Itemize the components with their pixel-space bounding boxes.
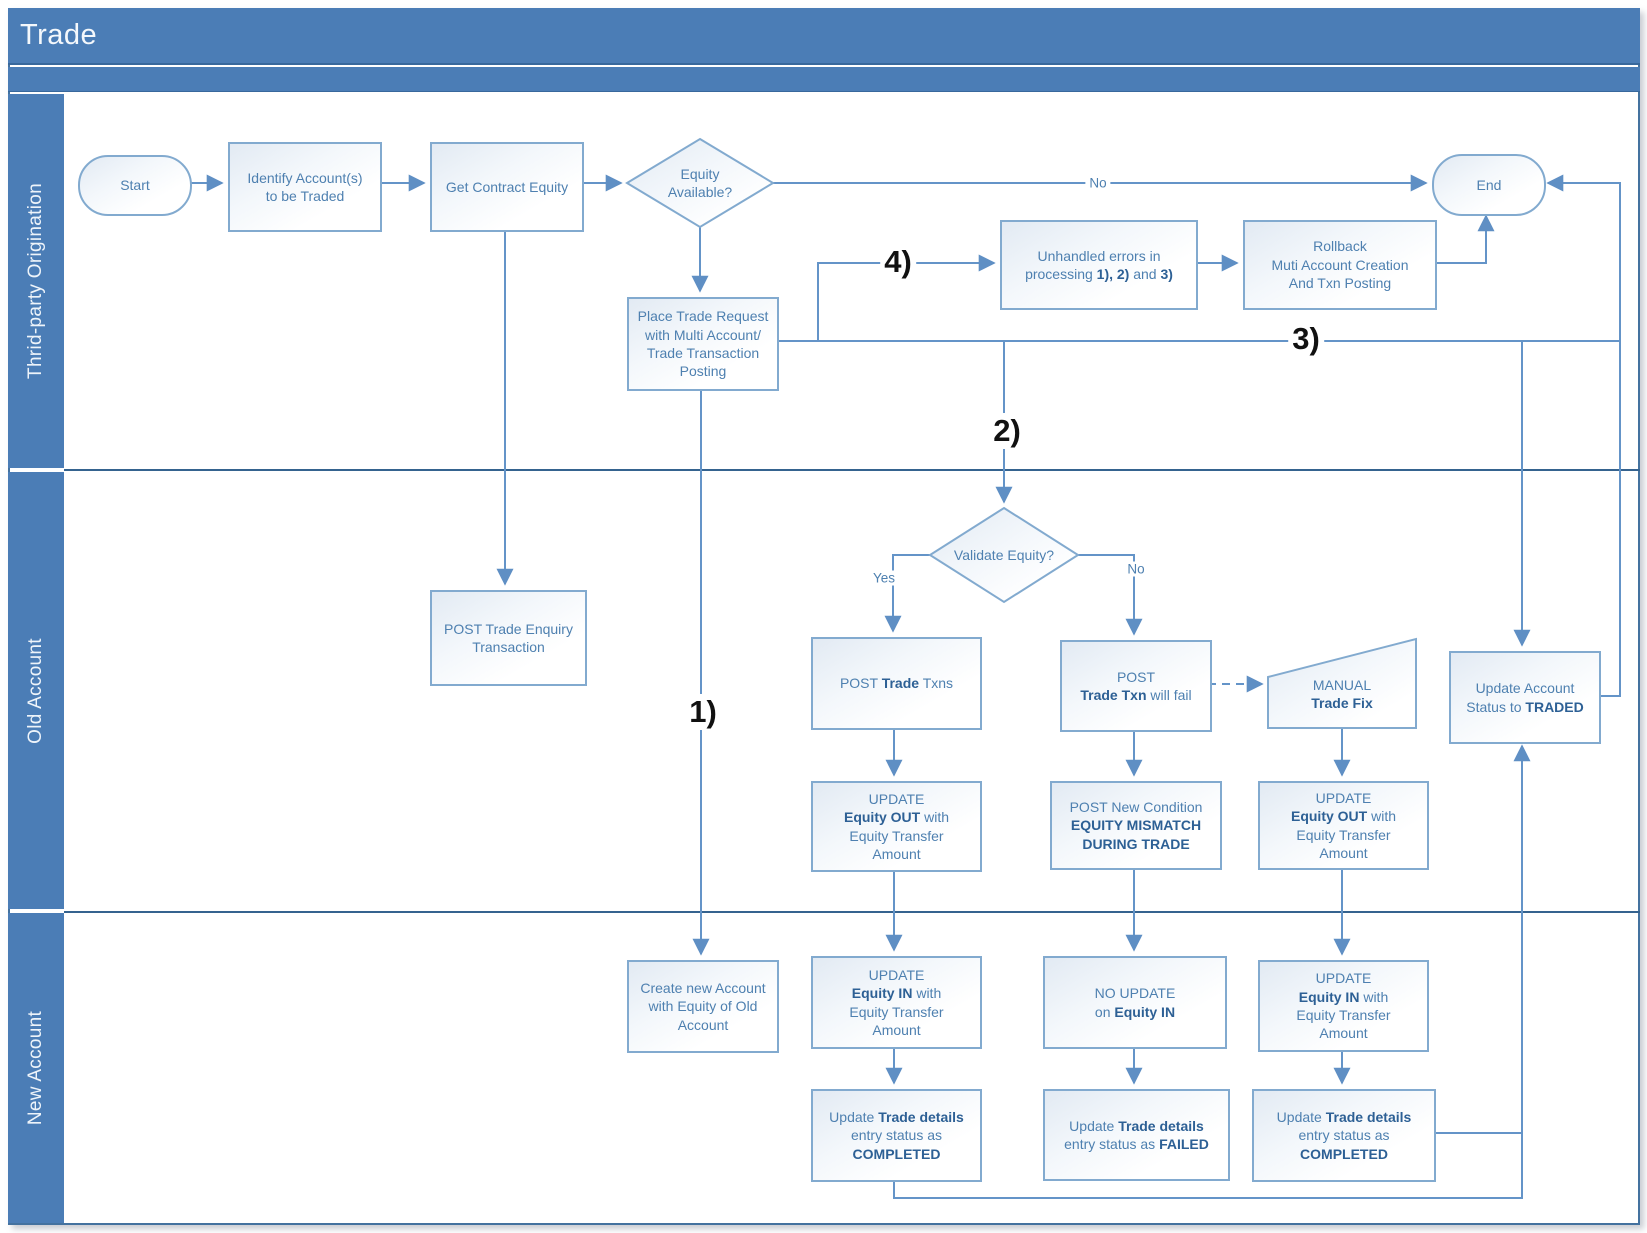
decision-validate-equity-label: Validate Equity?: [953, 546, 1055, 563]
edge-label-3: 3): [1288, 321, 1324, 357]
edge-label-validate-no: No: [1123, 561, 1149, 577]
page-title: Trade: [20, 19, 98, 51]
edge-4-into-unhandled: [817, 254, 996, 341]
edge-updateaccount-end: [1546, 174, 1621, 697]
edge-label-no: No: [1085, 175, 1111, 191]
decision-validate-equity[interactable]: [928, 506, 1080, 604]
edge-completed1-updateaccount: [893, 744, 1531, 1199]
decision-equity-available[interactable]: [625, 137, 775, 229]
edge-validate-no: [1078, 554, 1143, 636]
edge-label-yes: Yes: [868, 570, 900, 586]
node-manual-trade-fix[interactable]: [1267, 637, 1417, 729]
lane-label-new-account[interactable]: New Account: [8, 913, 64, 1223]
lane-divider-2: [64, 911, 1640, 913]
edge-rollback-end: [1433, 214, 1495, 264]
node-start[interactable]: Start: [78, 155, 192, 216]
edge-label-2: 2): [989, 413, 1025, 449]
edge-label-1: 1): [685, 694, 721, 730]
node-identify-accounts[interactable]: Identify Account(s)to be Traded: [228, 142, 382, 232]
edge-label-4: 4): [880, 244, 916, 280]
lane-divider-1: [64, 469, 1640, 471]
node-end[interactable]: End: [1432, 154, 1546, 216]
edge-validate-yes: [884, 554, 930, 633]
node-get-contract-equity[interactable]: Get Contract Equity: [430, 142, 584, 232]
header-band: [8, 67, 1640, 92]
node-post-trade-txns[interactable]: POST Trade Txns: [811, 637, 982, 730]
lane-label-third-party[interactable]: Thrid-party Origination: [8, 94, 64, 468]
lane-label-old-account[interactable]: Old Account: [8, 472, 64, 909]
title-bar: Trade: [8, 8, 1640, 65]
